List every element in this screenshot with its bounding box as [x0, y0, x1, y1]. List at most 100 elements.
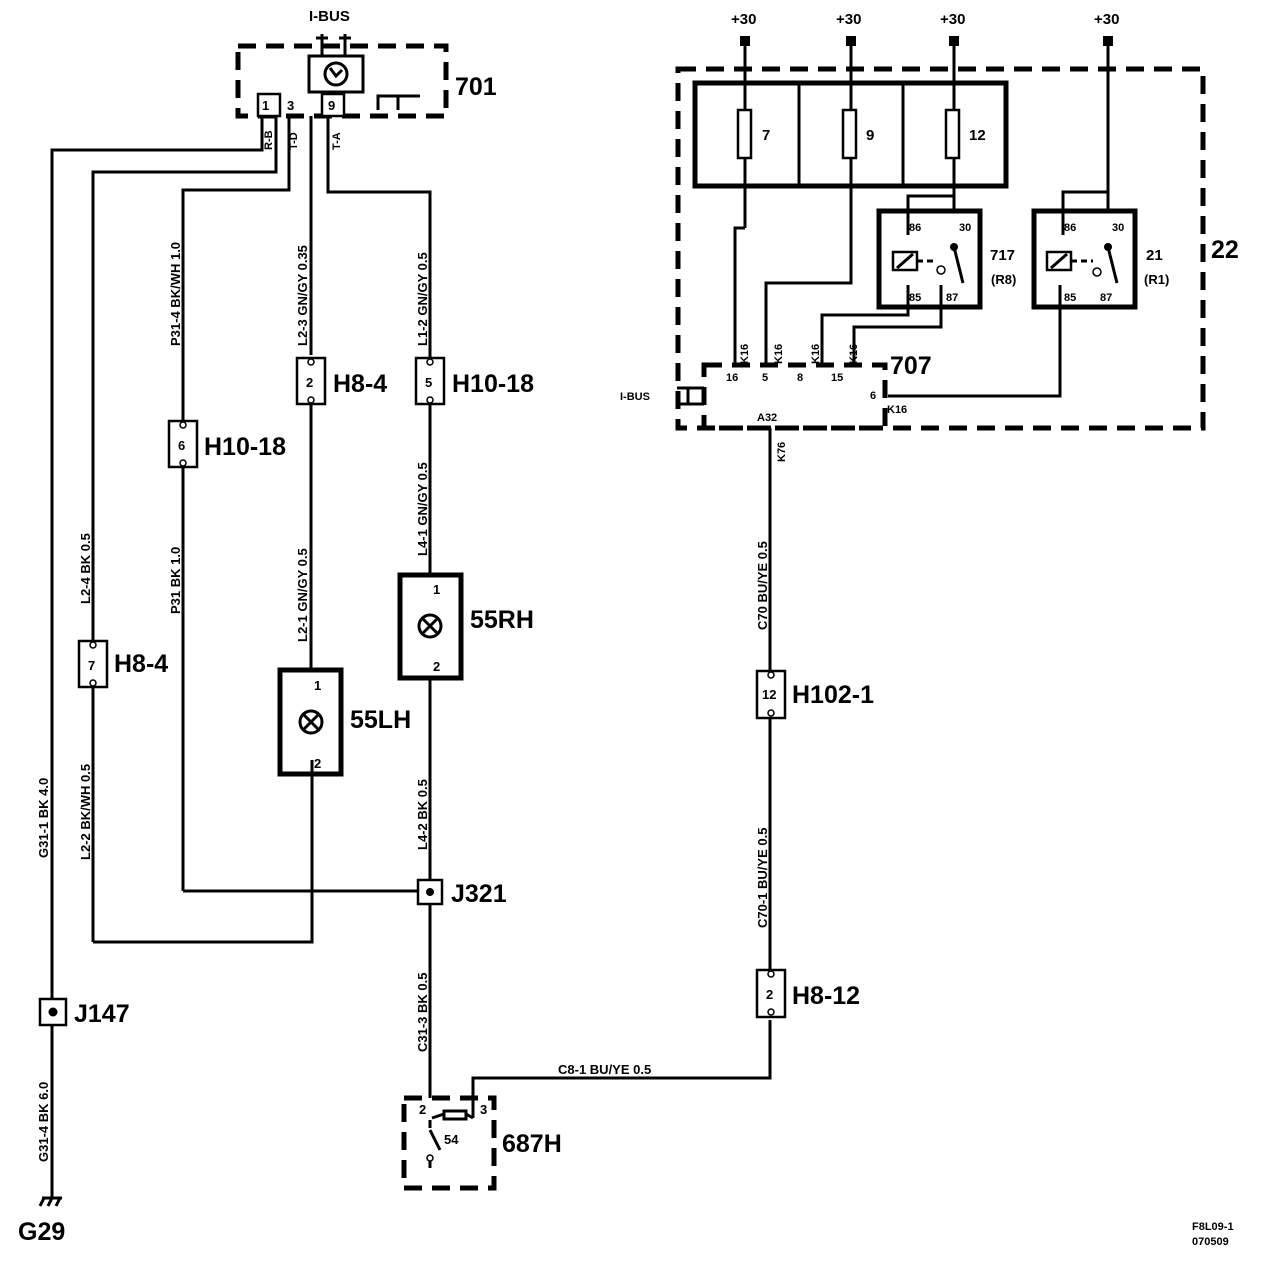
wire-c70-1: C70-1 BU/YE 0.5 — [755, 828, 770, 928]
wire-labels-left: P31-4 BK/WH 1.0 L2-3 GN/GY 0.35 L1-2 GN/… — [36, 242, 430, 1162]
splice-j147-label: J147 — [74, 1000, 130, 1028]
module-707-label: 707 — [890, 352, 932, 380]
h10-18-mid-label: H10-18 — [204, 433, 286, 461]
wire-c8-1: C8-1 BU/YE 0.5 — [558, 1062, 651, 1077]
wire-g31-1: G31-1 BK 4.0 — [36, 778, 51, 858]
connector-h10-18-mid: 6 H10-18 — [167, 419, 286, 469]
ibus-label-left: I-BUS — [620, 391, 650, 403]
relay-21-label: 21 — [1146, 247, 1163, 264]
splice-j147: J147 — [38, 997, 130, 1028]
splice-j321-label: J321 — [451, 880, 507, 908]
wire-p31: P31 BK 1.0 — [168, 547, 183, 614]
supply-wires — [733, 46, 1110, 365]
wire-c31-3: C31-3 BK 0.5 — [415, 973, 430, 1052]
switch-687h: 2 3 54 687H — [401, 1020, 772, 1191]
lamp-55rh-label: 55RH — [470, 606, 534, 634]
lamp-55lh-pin2: 2 — [314, 756, 321, 771]
k16-15: K16 — [848, 344, 860, 364]
switch-pin2: 2 — [419, 1102, 426, 1117]
k16-5: K16 — [773, 344, 785, 364]
wire-p31-4: P31-4 BK/WH 1.0 — [168, 242, 183, 346]
footer-code: F8L09-1 070509 — [1192, 1221, 1234, 1248]
wire-c70: C70 BU/YE 0.5 — [755, 541, 770, 630]
pin-701-ta: T-A — [331, 132, 343, 150]
supply-terminals: +30 +30 +30 +30 — [731, 11, 1119, 46]
connector-h8-4-top: 2 H8-4 — [295, 356, 387, 406]
lamp-55rh: 1 2 55RH — [397, 572, 534, 681]
k76: K76 — [776, 442, 788, 462]
h8-4-mid-label: H8-4 — [114, 650, 168, 678]
connector-h10-18-top: 5 H10-18 — [414, 356, 534, 406]
relay-21: 86 30 85 87 21 (R1) — [888, 190, 1169, 398]
lamp-55lh-pin1: 1 — [314, 678, 321, 693]
relay-21-sub: (R1) — [1144, 272, 1169, 287]
pin-701-9: 9 — [328, 98, 335, 113]
h10-18-top-pin: 5 — [425, 375, 432, 390]
relay-21-87: 87 — [1100, 292, 1112, 304]
h8-12-label: H8-12 — [792, 982, 860, 1010]
wire-l2-2: L2-2 BK/WH 0.5 — [78, 764, 93, 860]
relay-717-87: 87 — [946, 292, 958, 304]
relay-717-85: 85 — [909, 292, 921, 304]
pin-707-6: 6 — [870, 390, 876, 402]
supply-1: +30 — [731, 11, 756, 28]
lamp-55rh-pin1: 1 — [433, 582, 440, 597]
lamp-55lh: 1 2 55LH — [277, 667, 411, 777]
wire-l4-2: L4-2 BK 0.5 — [415, 779, 430, 850]
box-22: 22 — [675, 66, 1239, 431]
pin-707-a32: A32 — [757, 412, 777, 424]
wire-labels-right: C70 BU/YE 0.5 C70-1 BU/YE 0.5 C8-1 BU/YE… — [558, 541, 770, 1077]
fuse-7: 7 — [762, 127, 770, 144]
connector-h102-1: 12 H102-1 — [755, 669, 874, 720]
ibus-label-top: I-BUS — [309, 8, 350, 25]
relay-717-86: 86 — [909, 222, 921, 234]
pin-707-8: 8 — [797, 372, 803, 384]
box-22-label: 22 — [1211, 236, 1239, 264]
switch-687h-label: 687H — [502, 1130, 562, 1158]
fuse-9: 9 — [866, 127, 874, 144]
switch-54-label: 54 — [444, 1132, 459, 1147]
k16-16: K16 — [739, 344, 751, 364]
ground-g29: G29 — [18, 1196, 65, 1246]
h102-1-label: H102-1 — [792, 681, 874, 709]
footer-code-1: F8L09-1 — [1192, 1221, 1234, 1233]
h102-1-pin: 12 — [762, 687, 776, 702]
supply-3: +30 — [940, 11, 965, 28]
lamp-55lh-label: 55LH — [350, 706, 411, 734]
relay-21-86: 86 — [1064, 222, 1076, 234]
switch-pin3: 3 — [480, 1102, 487, 1117]
connector-h8-4-mid: 7 H8-4 — [77, 639, 168, 689]
pin-701-td: T-D — [288, 132, 300, 150]
pin-701-rb: R-B — [263, 130, 275, 150]
wire-l2-1: L2-1 GN/GY 0.5 — [295, 548, 310, 642]
supply-2: +30 — [836, 11, 861, 28]
supply-4: +30 — [1094, 11, 1119, 28]
splice-j321: J321 — [416, 878, 507, 908]
module-701-label: 701 — [455, 73, 497, 101]
h8-4-mid-pin: 7 — [88, 658, 95, 673]
lamp-55rh-pin2: 2 — [433, 659, 440, 674]
pin-701-3: 3 — [287, 98, 294, 113]
h10-18-top-label: H10-18 — [452, 370, 534, 398]
relay-717-label: 717 — [990, 247, 1015, 264]
pin-707-5: 5 — [762, 372, 768, 384]
wire-l1-2: L1-2 GN/GY 0.5 — [415, 252, 430, 346]
pin-701-1: 1 — [262, 98, 269, 113]
relay-21-85: 85 — [1064, 292, 1076, 304]
relay-717-30: 30 — [959, 222, 971, 234]
wire-l2-4: L2-4 BK 0.5 — [78, 533, 93, 604]
h8-4-top-pin: 2 — [306, 375, 313, 390]
module-701: 1 3 9 R-B T-D T-A I-BUS 701 — [235, 8, 497, 150]
wire-l2-3: L2-3 GN/GY 0.35 — [295, 245, 310, 346]
k16-8: K16 — [810, 344, 822, 364]
fuse-12: 12 — [969, 127, 986, 144]
k16-6: K16 — [887, 404, 907, 416]
wire-g31-4: G31-4 BK 6.0 — [36, 1082, 51, 1162]
relay-717-sub: (R8) — [991, 272, 1016, 287]
pin-707-15: 15 — [831, 372, 843, 384]
left-wiring — [50, 116, 432, 1198]
h10-18-mid-pin: 6 — [178, 438, 185, 453]
relay-717: 86 30 85 87 717 (R8) — [820, 194, 1016, 365]
wire-l4-1: L4-1 GN/GY 0.5 — [415, 462, 430, 556]
footer-code-2: 070509 — [1192, 1236, 1229, 1248]
